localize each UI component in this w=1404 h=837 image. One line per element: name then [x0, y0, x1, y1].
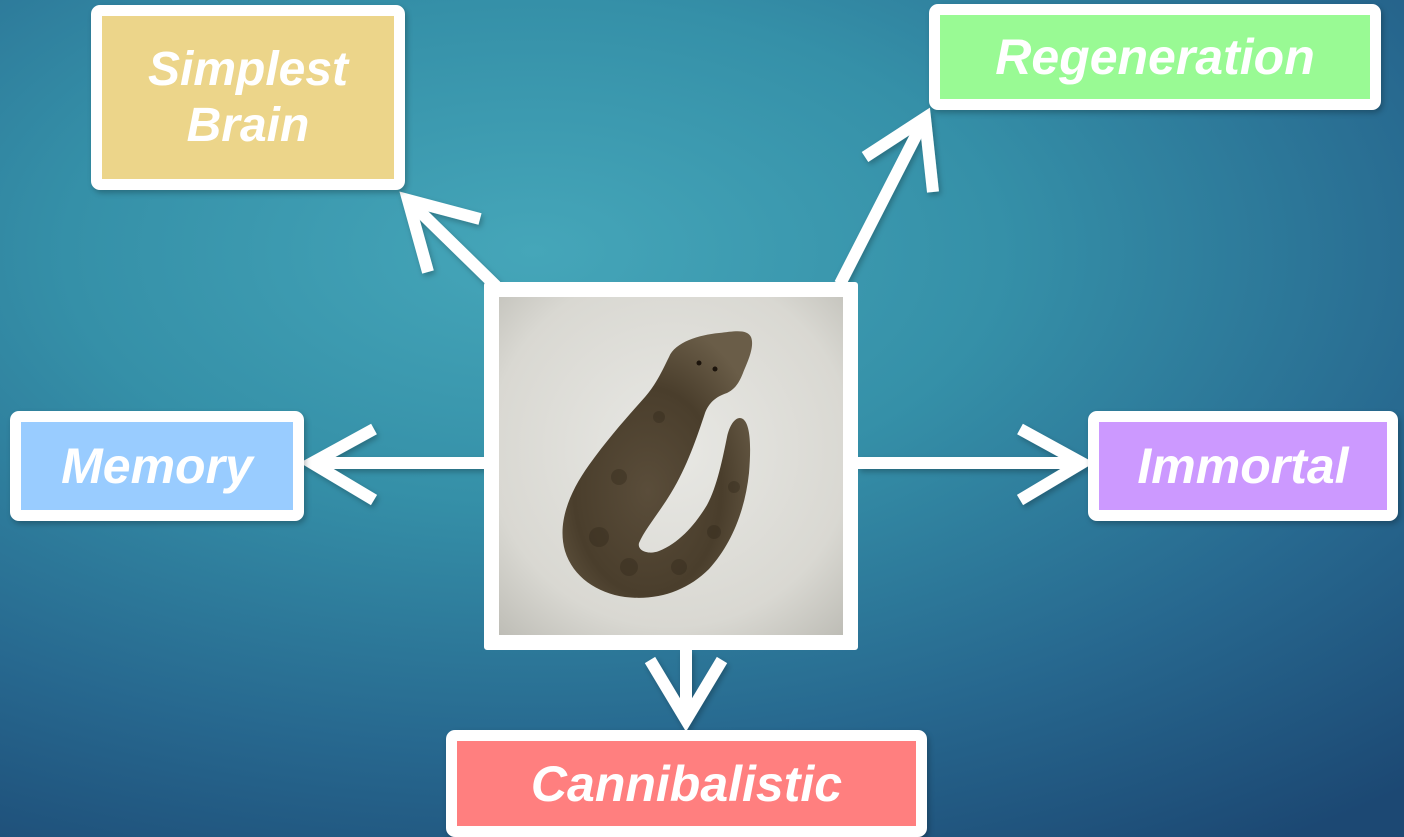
- simplest-brain-label-line2: Brain: [146, 98, 350, 153]
- planarian-eye-right: [713, 367, 718, 372]
- regeneration-box: Regeneration: [929, 4, 1381, 110]
- cannibalistic-label: Cannibalistic: [529, 759, 844, 809]
- immortal-box: Immortal: [1088, 411, 1398, 521]
- regeneration-label: Regeneration: [993, 32, 1317, 82]
- simplest-brain-label-line1: Simplest: [146, 42, 350, 97]
- arrow-to-cannibalistic: [650, 650, 722, 720]
- arrow-to-memory: [312, 429, 485, 500]
- immortal-label: Immortal: [1135, 441, 1350, 491]
- memory-box: Memory: [10, 411, 304, 521]
- planarian-eye-left: [697, 361, 702, 366]
- simplest-brain-box: Simplest Brain: [91, 5, 405, 190]
- arrow-to-immortal: [858, 429, 1082, 500]
- cannibalistic-box: Cannibalistic: [446, 730, 927, 837]
- memory-label: Memory: [59, 441, 255, 491]
- planarian-image: [499, 297, 843, 635]
- planarian-photo: [484, 282, 858, 650]
- arrow-to-simplest-brain: [408, 200, 496, 286]
- arrow-to-regeneration: [840, 118, 933, 284]
